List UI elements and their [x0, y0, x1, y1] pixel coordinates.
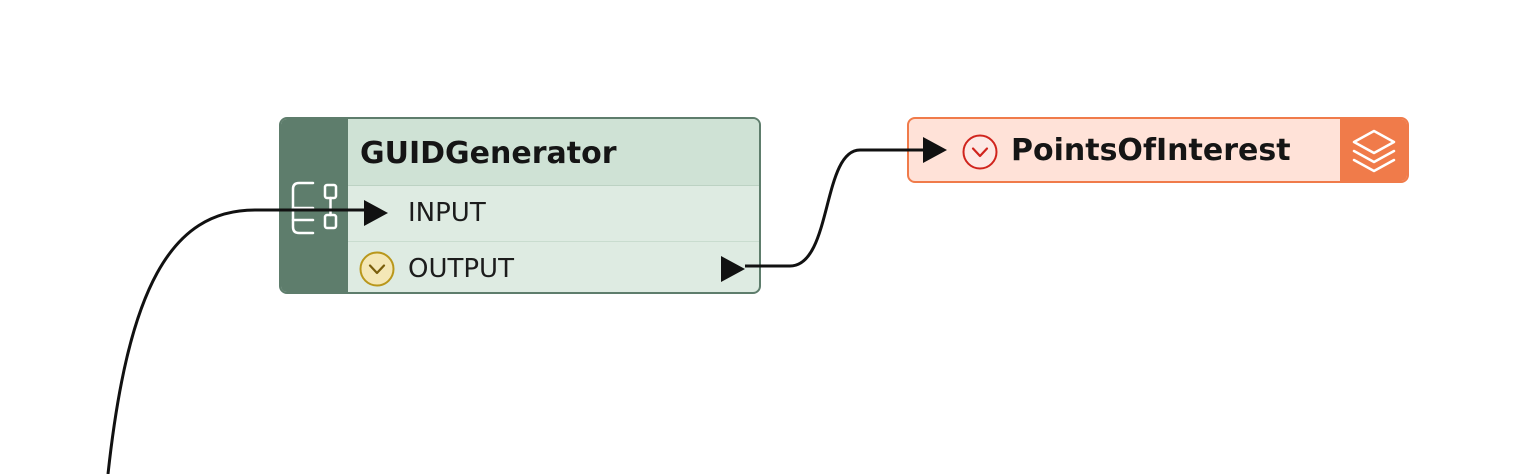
transformer-title-row[interactable]: GUIDGenerator — [348, 119, 759, 186]
input-port-label: INPUT — [408, 198, 486, 228]
writer-input-port-arrow[interactable] — [923, 137, 947, 163]
transformer-icon-strip — [281, 119, 348, 292]
pointsofinterest-writer[interactable]: PointsOfInterest — [907, 117, 1409, 183]
guidgenerator-transformer[interactable]: GUIDGenerator INPUT OUTPUT — [279, 117, 761, 294]
input-port-arrow[interactable] — [364, 200, 388, 226]
guid-generator-icon — [291, 181, 338, 235]
output-port-row[interactable]: OUTPUT — [348, 242, 759, 292]
connection-output-to-writer[interactable] — [745, 148, 924, 268]
transformer-title: GUIDGenerator — [360, 136, 617, 171]
connection-source-to-input[interactable] — [106, 208, 366, 474]
output-port-arrow[interactable] — [721, 256, 745, 282]
input-port-row[interactable]: INPUT — [348, 186, 759, 242]
writer-title: PointsOfInterest — [1011, 133, 1291, 168]
output-port-label: OUTPUT — [408, 254, 514, 284]
chevron-down-circle-icon[interactable] — [358, 250, 396, 292]
writer-icon-box — [1340, 119, 1407, 181]
feature-layers-icon — [1352, 129, 1396, 173]
chevron-down-circle-icon[interactable] — [961, 133, 999, 175]
